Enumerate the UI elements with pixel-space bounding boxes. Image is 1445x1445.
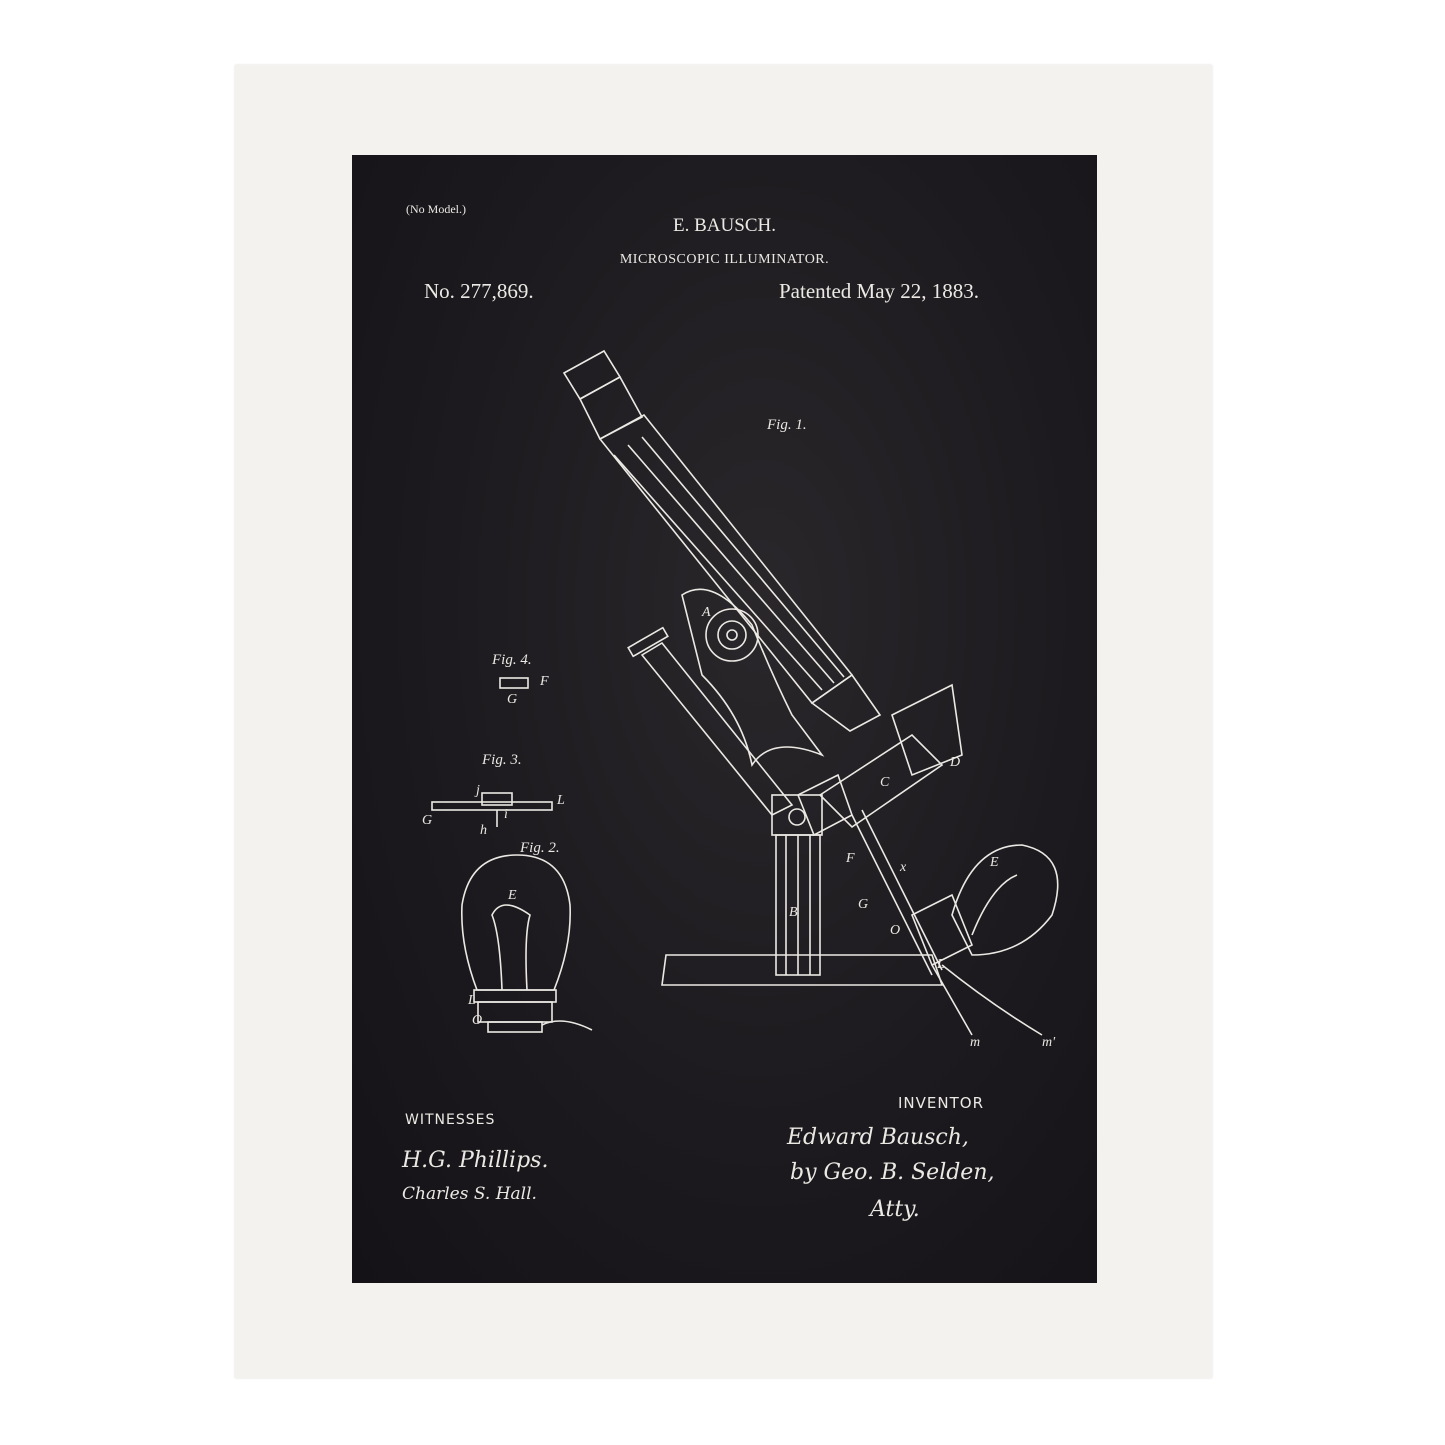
label-h: h [480, 823, 487, 838]
label-j: j [476, 783, 480, 798]
label-l-fig3: L [557, 793, 565, 808]
label-g-fig3: G [422, 813, 433, 828]
label-l-fig2: L [468, 993, 476, 1008]
label-g-fig4: G [507, 692, 518, 707]
no-model-note: (No Model.) [406, 202, 466, 216]
fig3-illustration [431, 792, 553, 827]
picture-frame: (No Model.) E. BAUSCH. MICROSCOPIC ILLUM… [235, 65, 1212, 1378]
witnesses-heading: WITNESSES [405, 1112, 496, 1128]
fig2-label: Fig. 2. [520, 840, 560, 856]
microscope-illustration [562, 349, 1059, 1036]
fig3-label: Fig. 3. [482, 752, 522, 768]
label-i: i [504, 807, 508, 822]
label-f-fig4: F [540, 674, 549, 689]
patent-title: MICROSCOPIC ILLUMINATOR. [619, 252, 830, 267]
label-x: x [900, 860, 907, 875]
label-o: O [890, 923, 901, 938]
patent-print: (No Model.) E. BAUSCH. MICROSCOPIC ILLUM… [352, 155, 1097, 1283]
label-a: A [702, 605, 711, 620]
label-m: m [970, 1035, 981, 1050]
witness-signature-2: Charles S. Hall. [402, 1184, 537, 1204]
witness-signature-1: H.G. Phillips. [402, 1148, 549, 1173]
microscope-drawing [431, 349, 1059, 1036]
label-e-fig2: E [508, 888, 517, 903]
label-d: D [950, 755, 961, 770]
label-l: L [937, 957, 945, 972]
fig4-illustration [499, 677, 529, 689]
label-o-fig2: O [472, 1013, 483, 1028]
label-f: F [846, 851, 855, 866]
fig4-label: Fig. 4. [492, 652, 532, 668]
inventor-signature: Edward Bausch, [787, 1125, 969, 1150]
patent-number: No. 277,869. [424, 279, 534, 303]
label-g: G [858, 897, 869, 912]
label-b: B [789, 905, 798, 920]
label-e: E [990, 855, 999, 870]
inventor-heading: INVENTOR [898, 1094, 984, 1112]
label-m-prime: m' [1042, 1035, 1056, 1050]
fig1-label: Fig. 1. [767, 417, 807, 433]
patent-inventor-name: E. BAUSCH. [673, 215, 776, 236]
label-c: C [880, 775, 890, 790]
patent-date: Patented May 22, 1883. [779, 279, 980, 303]
fig2-bulb-illustration [460, 854, 593, 1033]
atty-signature: Atty. [870, 1197, 920, 1222]
attorney-signature: by Geo. B. Selden, [790, 1160, 995, 1185]
